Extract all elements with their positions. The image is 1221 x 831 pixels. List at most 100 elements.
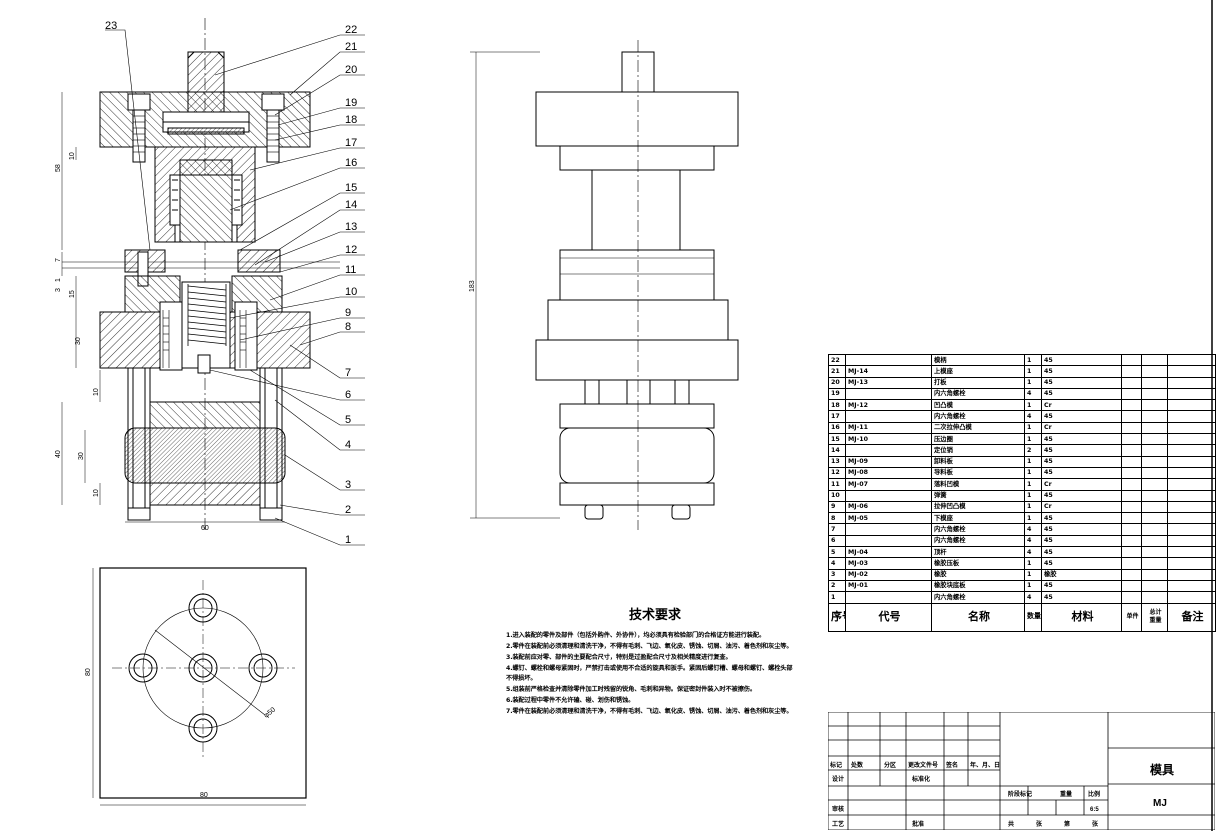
bom-cell-code: MJ-08: [845, 466, 932, 480]
bom-cell-no: 6: [828, 534, 846, 548]
balloon-15: 15: [345, 182, 357, 194]
bom-cell-no: 9: [828, 500, 846, 514]
bom-cell-code: MJ-10: [845, 433, 932, 446]
svg-text:40: 40: [55, 450, 62, 458]
tech-item: 3.装配前应对零、部件的主要配合尺寸，特别是过盈配合尺寸及相关精度进行复查。: [506, 654, 732, 662]
tech-item: 1.进入装配的零件及部件（包括外购件、外协件），均必须具有检验部门的合格证方能进…: [506, 632, 766, 639]
bom-cell-no: 5: [828, 546, 846, 559]
bom-cell-material: 45: [1041, 546, 1122, 559]
bom-cell-name: 拉伸凹凸模: [931, 500, 1025, 514]
balloon-17: 17: [345, 137, 357, 149]
bom-cell-total: [1141, 421, 1168, 435]
balloon-1: 1: [345, 534, 351, 546]
bom-cell-unit: [1121, 353, 1142, 367]
bom-cell-total: [1141, 478, 1168, 491]
bom-cell-unit: [1121, 478, 1142, 491]
bom-cell-total: [1141, 579, 1168, 593]
bom-cell-code: MJ-11: [845, 421, 932, 435]
tech-item: 6.装配过程中零件不允许磕、碰、划伤和锈蚀。: [506, 697, 635, 705]
bom-cell-no: 19: [828, 387, 846, 401]
bom-cell-name: 下模座: [931, 512, 1025, 525]
bom-cell-qty: 1: [1024, 421, 1042, 435]
bom-cell-remark: [1167, 489, 1216, 502]
bom-cell-material: 45: [1041, 444, 1122, 457]
tech-item: 5.组装前严格检查并清除零件加工时残留的锐角、毛刺和异物。保证密封件装入时不被擦…: [506, 685, 756, 693]
tb-process: 工艺: [832, 820, 844, 828]
bom-cell-material: 45: [1041, 534, 1122, 548]
bom-cell-total: [1141, 376, 1168, 389]
elevation-dimension-labels: 183: [469, 280, 476, 292]
bom-cell-code: MJ-12: [845, 399, 932, 412]
tb-scale-label: 比例: [1088, 790, 1100, 798]
bom-cell-name: 模柄: [931, 353, 1025, 367]
bom-cell-qty: 1: [1024, 579, 1042, 593]
bom-cell-code: MJ-07: [845, 478, 932, 491]
bom-cell-no: 2: [828, 579, 846, 593]
bom-cell-total: [1141, 512, 1168, 525]
bom-cell-name: 内六角螺栓: [931, 387, 1025, 401]
bom-cell-material: 45: [1041, 523, 1122, 536]
bom-cell-remark: [1167, 410, 1216, 423]
bom-cell-name: 压边圈: [931, 433, 1025, 446]
bom-cell-material: 45: [1041, 579, 1122, 593]
bom-cell-code: MJ-04: [845, 546, 932, 559]
bom-cell-unit: [1121, 568, 1142, 581]
balloon-22: 22: [345, 24, 357, 36]
bom-cell-no: 8: [828, 512, 846, 525]
balloon-8: 8: [345, 321, 351, 333]
balloon-leaders: [105, 29, 365, 546]
bom-cell-no: 16: [828, 421, 846, 435]
bom-cell-code: [845, 591, 932, 604]
balloon-7: 7: [345, 367, 351, 379]
svg-text:30: 30: [75, 337, 82, 345]
bom-cell-qty: 4: [1024, 523, 1042, 536]
bom-cell-qty: 1: [1024, 489, 1042, 502]
bom-cell-code: MJ-03: [845, 557, 932, 570]
bom-cell-name: 定位销: [931, 444, 1025, 457]
bom-header-material: 材料: [1041, 602, 1122, 632]
bom-header-no: 序号: [828, 602, 846, 632]
balloon-19: 19: [345, 97, 357, 109]
bom-cell-code: MJ-05: [845, 512, 932, 525]
svg-text:φ50: φ50: [263, 706, 277, 719]
balloon-4: 4: [345, 439, 351, 451]
tb-sheets-unit: 张: [1036, 820, 1043, 828]
bom-cell-unit: [1121, 534, 1142, 548]
technical-requirements-title: 技术要求: [628, 608, 681, 623]
tb-scale: 6:5: [1090, 807, 1099, 813]
svg-text:3: 3: [55, 288, 62, 292]
bom-cell-unit: [1121, 410, 1142, 423]
bom-cell-name: 橡胶压板: [931, 557, 1025, 570]
bom-cell-qty: 1: [1024, 376, 1042, 389]
tb-total-sheets: 共: [1008, 820, 1014, 828]
bom-header-code: 代号: [845, 602, 932, 632]
bom-cell-total: [1141, 466, 1168, 480]
balloon-18: 18: [345, 114, 357, 126]
bom-cell-unit: [1121, 444, 1142, 457]
plan-view: [92, 567, 307, 806]
bom-cell-remark: [1167, 421, 1216, 435]
tb-weight: 重量: [1060, 790, 1072, 798]
bom-cell-remark: [1167, 376, 1216, 389]
bom-cell-name: 内六角螺栓: [931, 410, 1025, 423]
bom-cell-remark: [1167, 546, 1216, 559]
bom-cell-material: 45: [1041, 455, 1122, 468]
bom-header-qty: 数量: [1024, 602, 1042, 632]
bom-cell-total: [1141, 444, 1168, 457]
bom-cell-qty: 4: [1024, 387, 1042, 401]
bom-cell-material: Cr: [1041, 478, 1122, 491]
tb-design: 设计: [832, 775, 844, 783]
bom-cell-unit: [1121, 512, 1142, 525]
bom-header-weight: 重量: [1149, 617, 1162, 625]
bom-cell-qty: 1: [1024, 365, 1042, 378]
bom-cell-remark: [1167, 455, 1216, 468]
bom-cell-remark: [1167, 579, 1216, 593]
balloon-6: 6: [345, 389, 351, 401]
